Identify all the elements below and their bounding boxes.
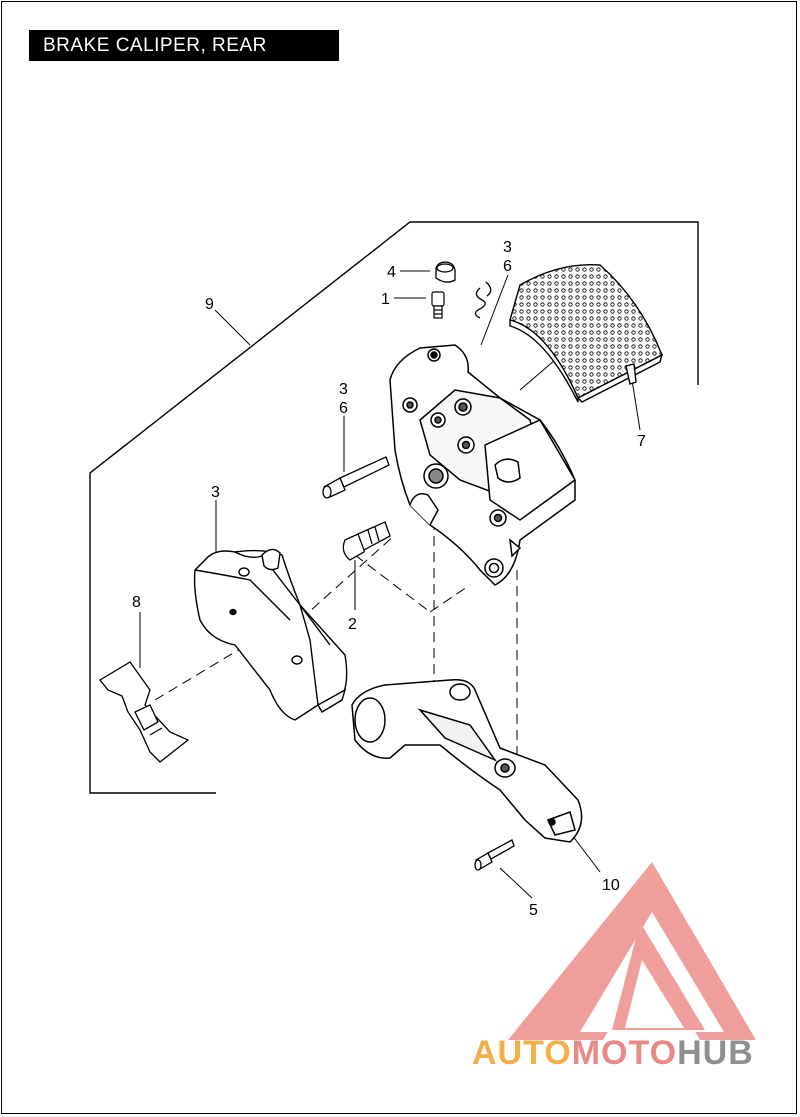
pad-pin-clip-part <box>474 281 492 319</box>
watermark-hub: HUB <box>677 1034 754 1072</box>
page-title: BRAKE CALIPER, REAR <box>29 30 339 61</box>
callout-3-pin: 3 <box>339 381 348 398</box>
bracket-pin-part <box>474 839 515 871</box>
bleeder-cap-part <box>435 261 456 283</box>
callout-3-clip: 3 <box>503 239 512 256</box>
callout-6-pin: 6 <box>339 400 348 417</box>
callout-7: 7 <box>637 433 646 450</box>
watermark-moto: MOTO <box>571 1034 678 1072</box>
callout-2: 2 <box>348 616 357 633</box>
brake-pads-part <box>193 548 348 721</box>
pad-spring-clip-part <box>99 661 190 763</box>
mounting-bolt-part <box>342 521 391 561</box>
caliper-mounting-bracket-part <box>351 678 583 843</box>
callout-labels: 9 4 1 3 6 3 6 7 3 8 2 10 5 <box>132 239 646 919</box>
watermark-wordmark: AUTOMOTOHUB <box>472 1034 754 1073</box>
callout-6-clip: 6 <box>503 258 512 275</box>
pad-shield-part <box>509 263 664 403</box>
callout-10: 10 <box>602 877 620 894</box>
kit-bracket-outline <box>89 221 699 794</box>
watermark-auto: AUTO <box>472 1034 572 1072</box>
callout-3-pads: 3 <box>211 484 220 501</box>
bleeder-valve-part <box>431 291 445 319</box>
pad-pin-part <box>322 456 390 499</box>
caliper-body-part <box>389 344 576 586</box>
callout-1: 1 <box>381 291 390 308</box>
leader-lines <box>139 270 641 899</box>
callout-9: 9 <box>205 296 214 313</box>
watermark-triangle-logo <box>508 862 756 1040</box>
callout-8: 8 <box>132 594 141 611</box>
callout-4: 4 <box>387 264 396 281</box>
callout-5: 5 <box>529 902 538 919</box>
